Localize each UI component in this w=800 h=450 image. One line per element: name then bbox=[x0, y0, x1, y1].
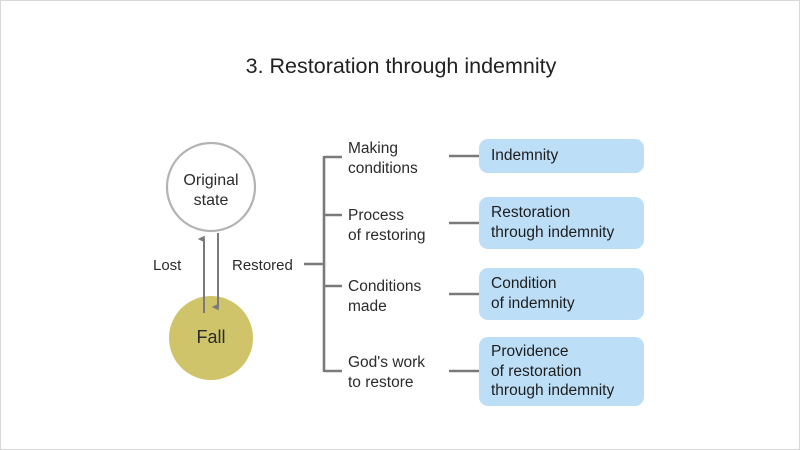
original-state-circle bbox=[165, 141, 257, 233]
result-box-3-text: Condition of indemnity bbox=[491, 275, 575, 312]
result-box-4[interactable]: Providence of restoration through indemn… bbox=[479, 337, 644, 406]
branch-label-1: Making conditions bbox=[348, 140, 418, 177]
result-box-3[interactable]: Condition of indemnity bbox=[479, 268, 644, 320]
page-title: 3. Restoration through indemnity bbox=[245, 54, 557, 78]
result-box-4-text: Providence of restoration through indemn… bbox=[491, 342, 615, 400]
result-box-1[interactable]: Indemnity bbox=[479, 139, 644, 173]
branch-label-3: Conditions made bbox=[348, 278, 422, 315]
fall-circle bbox=[169, 296, 253, 380]
original-state-label: Original state bbox=[183, 172, 239, 210]
branch-label-4: God's work to restore bbox=[348, 354, 426, 391]
fall-label: Fall bbox=[196, 327, 226, 347]
result-box-2[interactable]: Restoration through indemnity bbox=[479, 197, 644, 249]
result-box-1-text: Indemnity bbox=[491, 147, 559, 164]
result-box-2-text: Restoration through indemnity bbox=[491, 204, 615, 241]
edge-label-lost: Lost bbox=[153, 257, 182, 274]
branch-label-2: Process of restoring bbox=[348, 207, 426, 244]
edge-label-restored: Restored bbox=[232, 257, 293, 274]
